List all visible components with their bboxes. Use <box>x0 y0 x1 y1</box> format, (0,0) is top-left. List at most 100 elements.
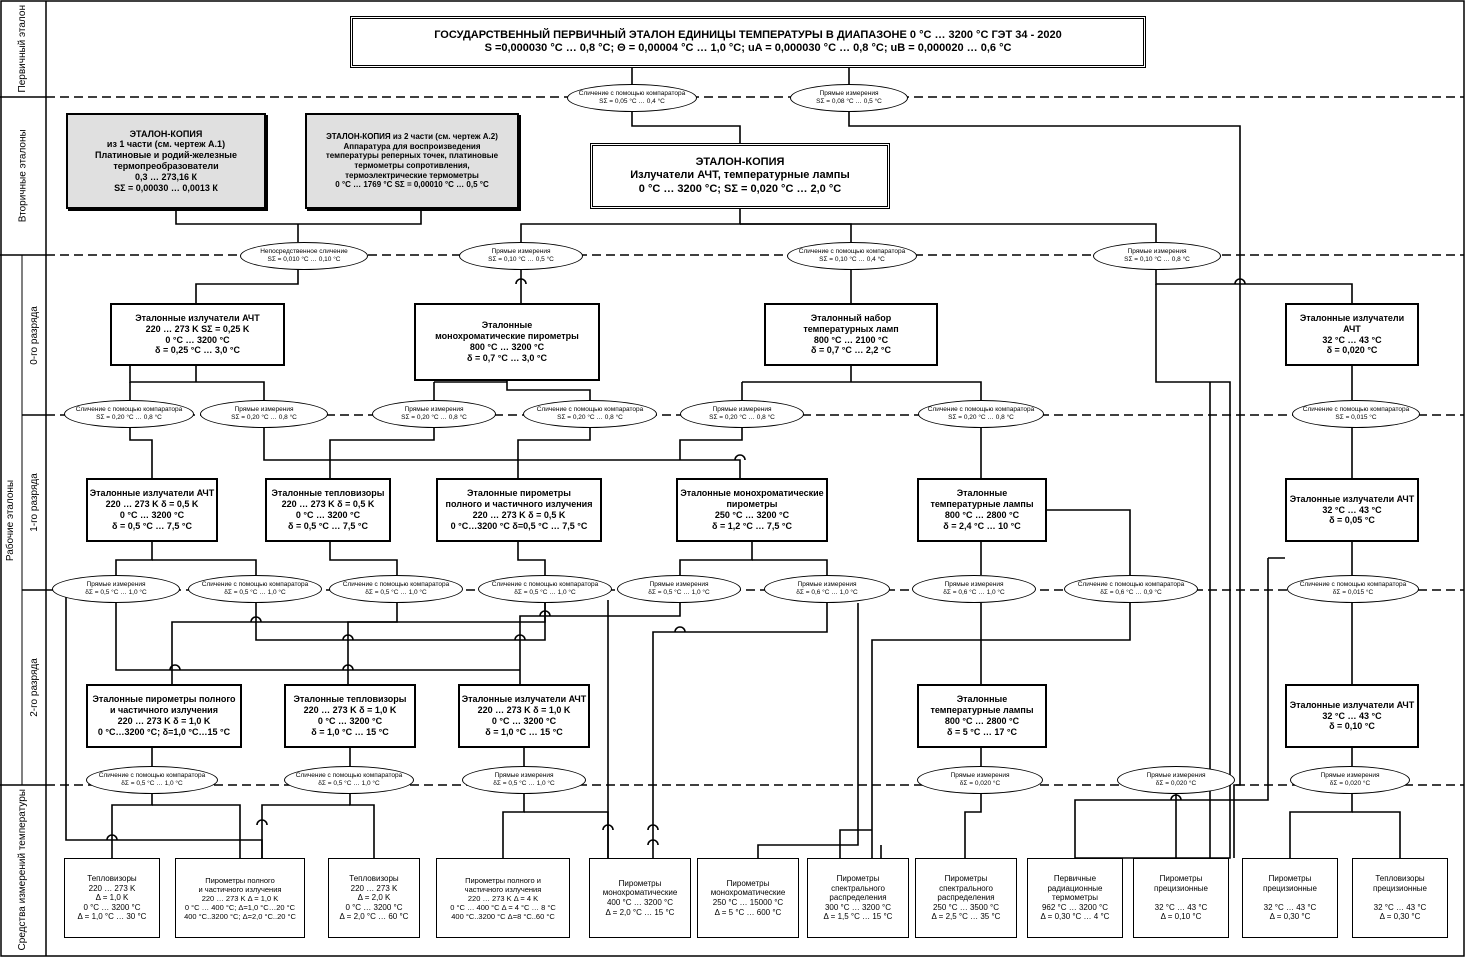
crossing-hop <box>515 278 527 285</box>
connector <box>129 428 153 478</box>
connector <box>757 603 859 858</box>
level-label-means: Средства измерений температуры <box>17 789 29 951</box>
connector <box>679 542 753 575</box>
secondary-copy1-box: ЭТАЛОН-КОПИЯ из 1 части (см. чертеж А.1)… <box>66 113 266 209</box>
connector <box>848 112 1241 858</box>
level-label-primary: Первичный эталон <box>17 4 29 93</box>
connector <box>652 603 828 858</box>
connector <box>1074 558 1269 858</box>
connector <box>740 223 1157 242</box>
crossing-hop <box>602 824 614 831</box>
connector <box>171 603 398 684</box>
connector <box>329 428 435 478</box>
r0-box-ir-emitters-precision: Эталонные излучатели АЧТ 32 °С … 43 °С δ… <box>1285 303 1419 366</box>
r1-box-lamps: Эталонные температурные лампы 800 °С … 2… <box>917 478 1047 542</box>
instrument-box: Пирометры спектрального распределения 25… <box>915 858 1017 938</box>
connector <box>195 270 299 303</box>
primary-title: ГОСУДАРСТВЕННЫЙ ПЕРВИЧНЫЙ ЭТАЛОН ЕДИНИЦЫ… <box>434 28 1062 41</box>
connector <box>520 209 741 242</box>
connector <box>175 209 422 225</box>
instrument-box: Пирометры прецизионные 32 °С … 43 °С Δ =… <box>1133 858 1229 938</box>
r2-box-lamps: Эталонные температурные лампы 800 °С … 2… <box>917 684 1047 748</box>
level-label-secondary: Вторичные эталоны <box>17 129 29 223</box>
connector <box>329 542 398 575</box>
primary-params: S =0,000030 °С … 0,8 °С; Θ = 0,00004 °С … <box>484 42 1012 54</box>
r2-box-ir-emitters: Эталонные излучатели АЧТ 220 … 273 K δ =… <box>458 684 590 748</box>
instrument-box: Пирометры спектрального распределения 30… <box>807 858 909 938</box>
level-label-r2: 2-го разряда <box>28 658 40 717</box>
connector <box>1352 811 1401 858</box>
instrument-box: Тепловизоры 220 … 273 K Δ = 1,0 K 0 °С …… <box>64 858 160 938</box>
crossing-hop <box>169 664 181 671</box>
connector <box>111 794 153 858</box>
crossing-hop <box>647 839 659 846</box>
connector <box>152 804 241 858</box>
connector <box>1289 794 1353 858</box>
crossing-hop <box>106 834 118 841</box>
crossing-hop <box>256 819 268 826</box>
crossing-hop <box>539 610 551 617</box>
connector <box>1047 509 1131 575</box>
crossing-hop <box>1170 794 1182 801</box>
r2-box-pyrometers: Эталонные пирометры полного и частичного… <box>86 684 242 748</box>
crossing-hop <box>1234 278 1246 285</box>
crossing-hop <box>734 454 746 461</box>
r1-box-ir-emitters-precision: Эталонные излучатели АЧТ 32 °С … 43 °С δ… <box>1285 478 1419 542</box>
instrument-box: Пирометры монохроматические 400 °С … 320… <box>589 858 691 938</box>
connector <box>115 542 153 575</box>
connector <box>152 559 257 575</box>
r1-box-thermal-imagers: Эталонные тепловизоры 220 … 273 K δ = 0,… <box>265 478 391 542</box>
connector <box>502 794 525 858</box>
instrument-box: Тепловизоры 220 … 273 K Δ = 2,0 K 0 °С …… <box>328 858 420 938</box>
crossing-hop <box>250 616 262 623</box>
instrument-box: Первичные радиационные термометры 962 °С… <box>1027 858 1123 938</box>
connector <box>347 603 546 684</box>
instrument-box: Тепловизоры прецизионные 32 °С … 43 °С Δ… <box>1352 858 1448 938</box>
connector <box>506 381 591 400</box>
connector <box>839 829 872 858</box>
connector <box>752 559 828 575</box>
connector <box>742 381 982 400</box>
connector <box>524 811 609 858</box>
level-label-r0: 0-го разряда <box>28 305 40 365</box>
r0-box-lamp-set: Эталонный набор температурных ламп 800 °… <box>764 303 938 366</box>
crossing-hop <box>647 824 659 831</box>
instrument-box: Пирометры прецизионные 32 °С … 43 °С Δ =… <box>1242 858 1338 938</box>
primary-standard-box: ГОСУДАРСТВЕННЫЙ ПЕРВИЧНЫЙ ЭТАЛОН ЕДИНИЦЫ… <box>350 16 1146 68</box>
r1-box-mono-pyrometers: Эталонные монохроматические пирометры 25… <box>676 478 828 542</box>
secondary-copy3-box: ЭТАЛОН-КОПИЯ Излучатели АЧТ, температурн… <box>590 143 890 209</box>
r2-box-thermal-imagers: Эталонные тепловизоры 220 … 273 K δ = 1,… <box>284 684 416 748</box>
r1-box-pyrometers: Эталонные пирометры полного и частичного… <box>436 478 602 542</box>
connector <box>263 428 741 478</box>
connector <box>740 223 852 242</box>
crossing-hop <box>674 626 686 633</box>
instrument-box: Пирометры полного и частичного излучения… <box>436 858 570 938</box>
connector <box>631 112 741 143</box>
connector <box>679 428 743 460</box>
connector <box>129 366 265 400</box>
instrument-box: Пирометры полного и частичного излучения… <box>175 858 305 938</box>
